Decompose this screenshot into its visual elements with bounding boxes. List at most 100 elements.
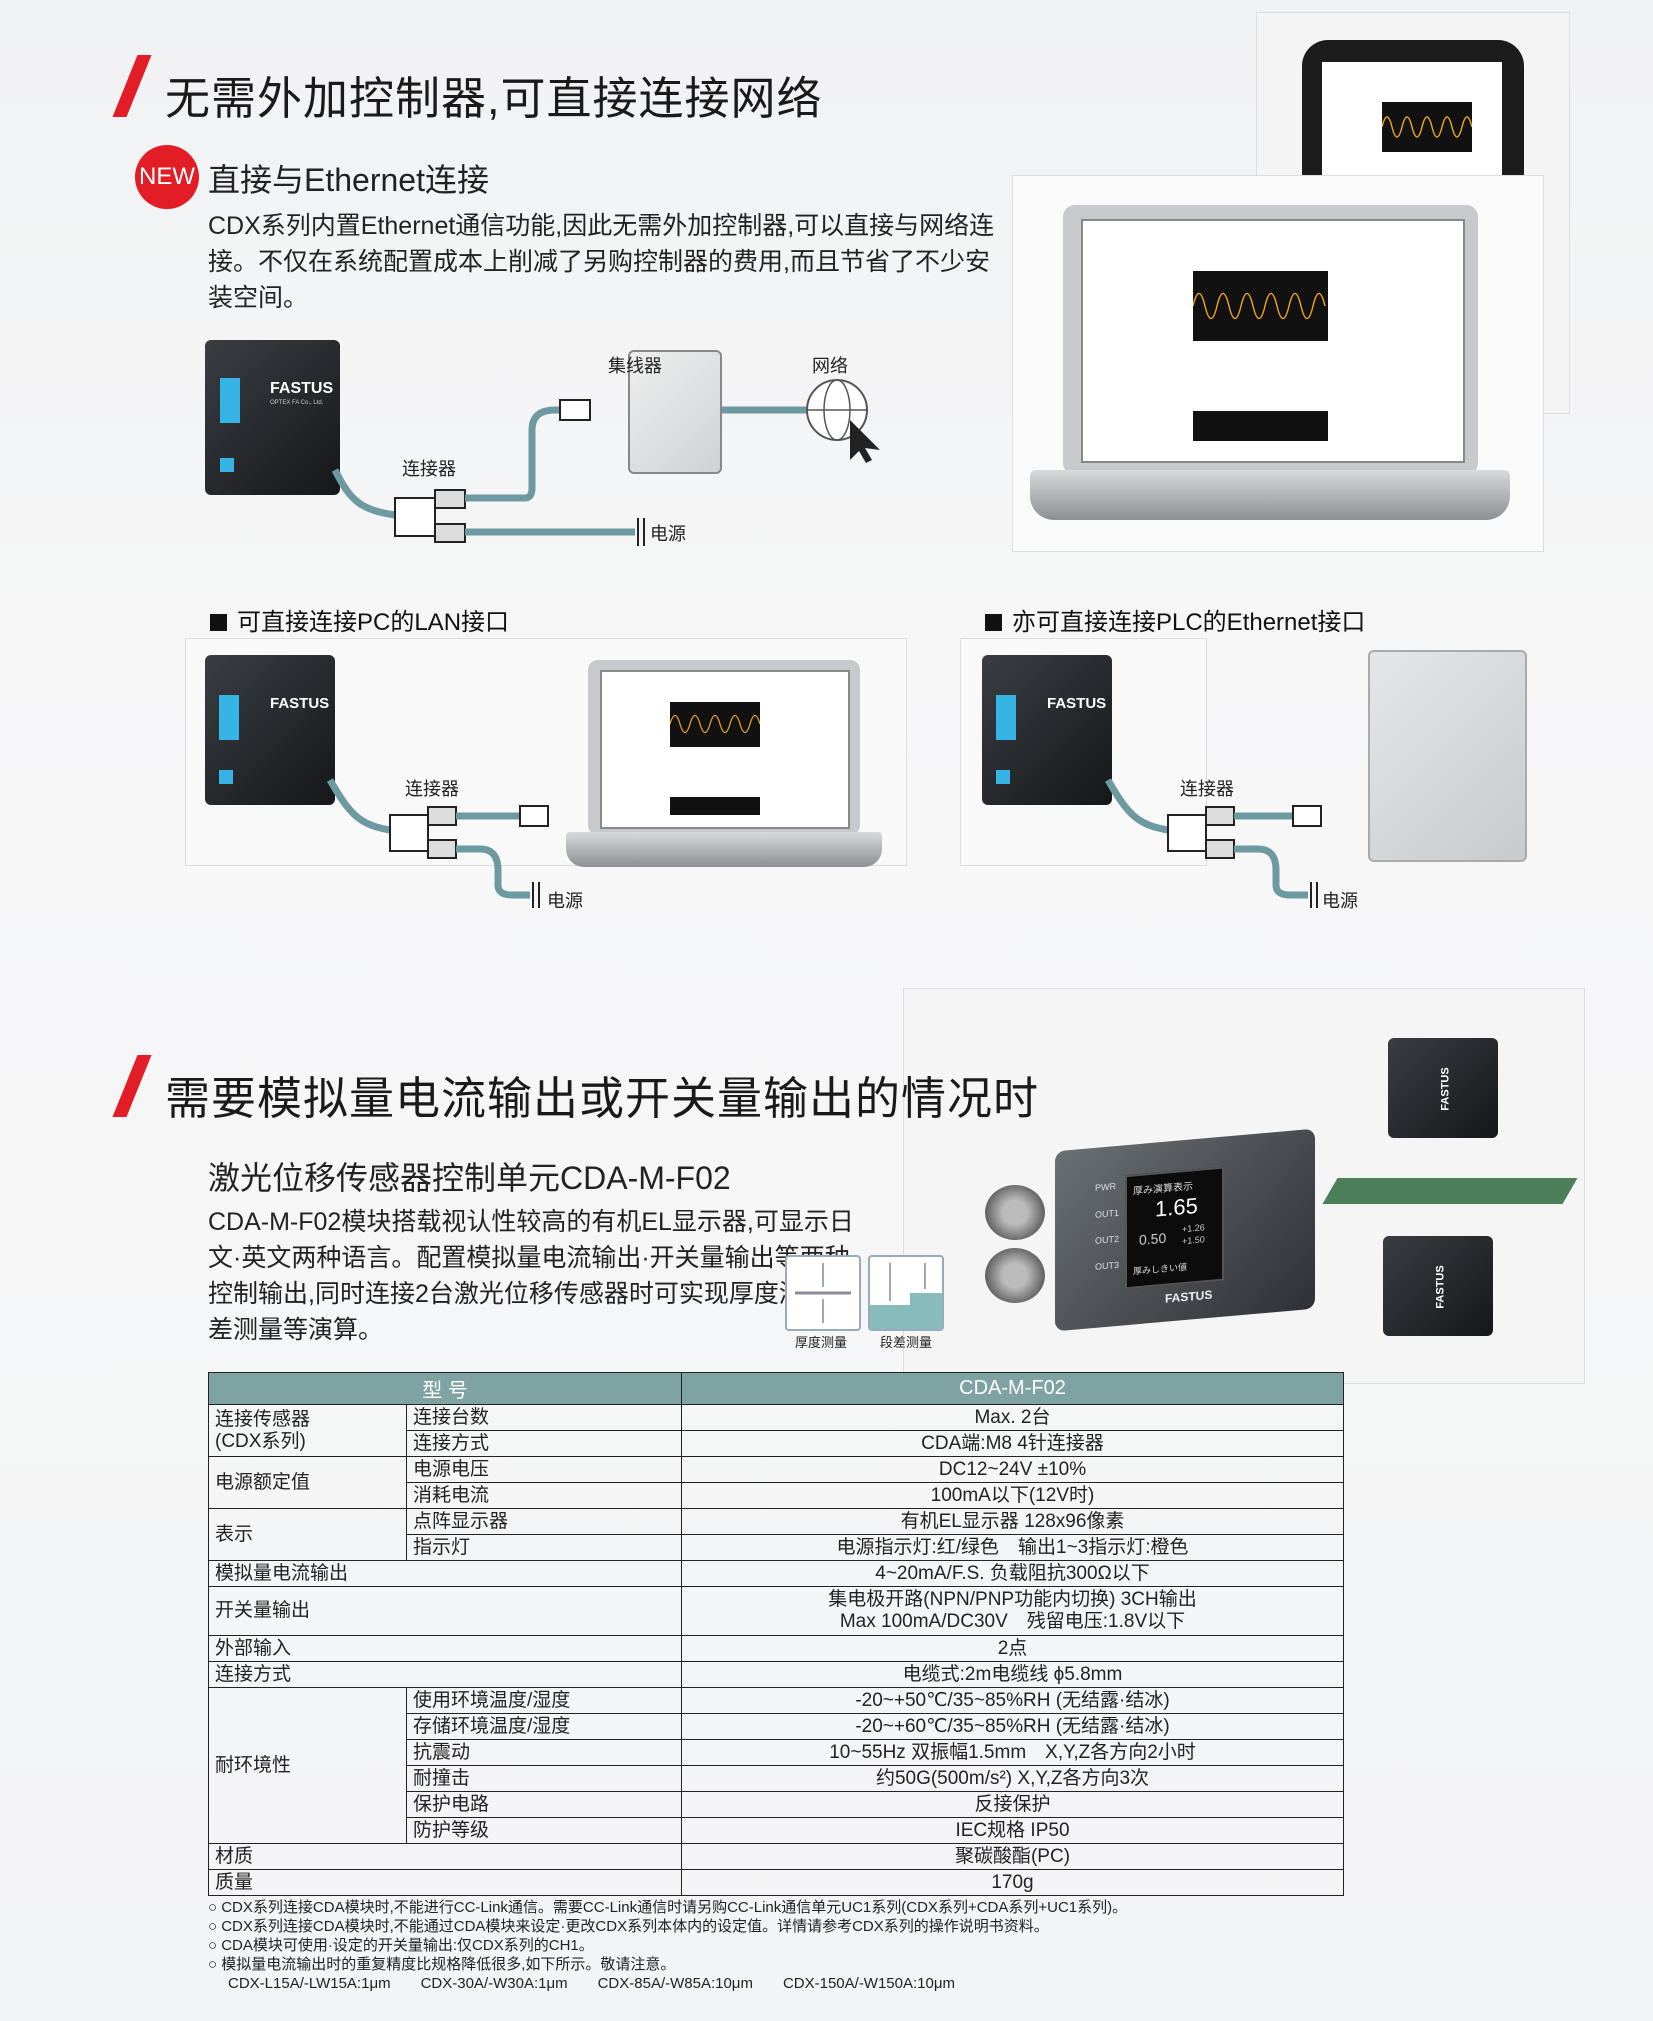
item-cell: 保护电路 xyxy=(406,1791,682,1818)
plc-label-connector: 连接器 xyxy=(1180,779,1234,799)
m8-connector-bottom xyxy=(985,1248,1045,1303)
item-cell: 抗震动 xyxy=(406,1739,682,1766)
value-cell: 电源指示灯:红/绿色 输出1~3指示灯:橙色 xyxy=(681,1534,1344,1561)
sensor-device: FASTUS OPTEX FA Co., Ltd. xyxy=(205,340,340,495)
value-cell: 电缆式:2m电缆线 ϕ5.8mm xyxy=(681,1661,1344,1688)
section1-title: 无需外加控制器,可直接连接网络 xyxy=(165,73,823,124)
circuit-board xyxy=(1322,1178,1578,1204)
value-cell: 集电极开路(NPN/PNP功能内切换) 3CH输出 Max 100mA/DC30… xyxy=(681,1586,1344,1636)
table-row: 连接方式 电缆式:2m电缆线 ϕ5.8mm xyxy=(208,1661,1344,1688)
group-cell: 耐环境性 xyxy=(208,1687,407,1844)
label-connector: 连接器 xyxy=(402,459,456,479)
item-cell: 连接台数 xyxy=(406,1404,682,1431)
pc-bar xyxy=(670,797,760,815)
sensor-window xyxy=(220,378,240,423)
item-cell: 存储环境温度/湿度 xyxy=(406,1713,682,1740)
cable-diagram-pc xyxy=(326,778,549,908)
value-cell: 170g xyxy=(681,1869,1344,1896)
item-cell: 耐撞击 xyxy=(406,1765,682,1792)
notes-block: ○ CDX系列连接CDA模块时,不能进行CC-Link通信。需要CC-Link通… xyxy=(208,1898,1508,1993)
label-hub: 集线器 xyxy=(608,356,662,376)
step-measure-label: 段差测量 xyxy=(880,1335,933,1350)
group-cell: 电源额定值 xyxy=(208,1456,407,1509)
laptop-lid xyxy=(1063,205,1478,475)
group-cell: 连接传感器 (CDX系列) xyxy=(208,1404,407,1457)
sensor-device-pc: FASTUS xyxy=(205,655,335,805)
table-row: 耐撞击 约50G(500m/s²) X,Y,Z各方向3次 xyxy=(209,1765,1344,1792)
thickness-measure-label: 厚度测量 xyxy=(795,1335,848,1350)
pc-laptop-screen xyxy=(600,670,850,829)
sensor-head-top: FASTUS xyxy=(1388,1038,1498,1138)
plc-device xyxy=(1368,650,1527,862)
table-row: 模拟量电流输出 4~20mA/F.S. 负载阻抗300Ω以下 xyxy=(208,1560,1344,1587)
sensor-logo: FASTUS xyxy=(1434,1265,1447,1309)
item-cell: 防护等级 xyxy=(406,1817,682,1844)
table-row: 质量 170g xyxy=(208,1869,1344,1896)
m8-connector-top xyxy=(985,1185,1045,1240)
item-cell: 点阵显示器 xyxy=(406,1508,682,1535)
group-cell: 表示 xyxy=(208,1508,407,1561)
display-sub-value: 0.50 xyxy=(1139,1229,1167,1249)
label-network: 网络 xyxy=(812,356,848,376)
item-cell: 连接方式 xyxy=(406,1430,682,1457)
cable-diagram-plc xyxy=(1104,778,1322,908)
value-cell: 4~20mA/F.S. 负载阻抗300Ω以下 xyxy=(681,1560,1344,1587)
value-cell: -20~+50℃/35~85%RH (无结露·结冰) xyxy=(681,1687,1344,1714)
table-row: 表示 点阵显示器 有机EL显示器 128x96像素 xyxy=(208,1508,1344,1561)
subsection-plc-title: 亦可直接连接PLC的Ethernet接口 xyxy=(1012,609,1366,636)
table-row: 消耗电流 100mA以下(12V时) xyxy=(209,1482,1344,1509)
section1-paragraph: CDX系列内置Ethernet通信功能,因此无需外加控制器,可以直接与网络连接。… xyxy=(208,212,995,312)
section2-title: 需要模拟量电流输出或开关量输出的情况时 xyxy=(165,1073,1040,1124)
cable-diagram-1 xyxy=(331,379,880,546)
subsection-pc-heading: 可直接连接PC的LAN接口 xyxy=(210,602,509,637)
label-power: 电源 xyxy=(650,524,686,544)
thickness-measure-icon xyxy=(785,1255,861,1331)
sensor-window xyxy=(996,695,1016,740)
group-cell: 模拟量电流输出 xyxy=(208,1560,682,1587)
sensor-window xyxy=(219,695,239,740)
sensor-logo: FASTUS xyxy=(1439,1067,1452,1111)
display-delta-2: +1.50 xyxy=(1182,1234,1205,1247)
sensor-led xyxy=(996,770,1010,784)
table-row: 电源额定值 电源电压 DC12~24V ±10% xyxy=(208,1456,1344,1509)
value-cell: 约50G(500m/s²) X,Y,Z各方向3次 xyxy=(681,1765,1344,1792)
laptop-waveform xyxy=(1192,271,1328,341)
header-value: CDA-M-F02 xyxy=(681,1372,1344,1405)
group-cell: 质量 xyxy=(208,1869,682,1896)
group-cell: 连接方式 xyxy=(208,1661,682,1688)
display-delta-1: +1.26 xyxy=(1182,1222,1205,1235)
table-row: 外部输入 2点 xyxy=(208,1635,1344,1662)
square-bullet-icon xyxy=(985,614,1002,631)
sensor-logo: FASTUS xyxy=(270,695,330,712)
led-out3: OUT3 xyxy=(1095,1259,1120,1272)
square-bullet-icon xyxy=(210,614,227,631)
tablet-waveform xyxy=(1381,102,1473,152)
step-measure-icon xyxy=(868,1255,944,1331)
item-cell: 电源电压 xyxy=(406,1456,682,1483)
value-cell: IEC规格 IP50 xyxy=(681,1817,1344,1844)
value-cell: 有机EL显示器 128x96像素 xyxy=(681,1508,1344,1535)
sensor-led xyxy=(220,458,234,472)
table-row: 耐环境性 使用环境温度/湿度 -20~+50℃/35~85%RH (无结露·结冰… xyxy=(208,1687,1344,1844)
sensor-head-bottom: FASTUS xyxy=(1383,1236,1493,1336)
value-cell: 100mA以下(12V时) xyxy=(681,1482,1344,1509)
value-cell: 2点 xyxy=(681,1635,1344,1662)
table-row: 开关量输出 集电极开路(NPN/PNP功能内切换) 3CH输出 Max 100m… xyxy=(208,1586,1344,1636)
unit-display: 厚み演算表示 1.65 0.50 +1.26 +1.50 厚みしきい値 xyxy=(1125,1166,1224,1290)
led-pwr: PWR xyxy=(1095,1181,1116,1193)
plc-label-power: 电源 xyxy=(1322,891,1358,911)
group-cell: 开关量输出 xyxy=(208,1586,682,1636)
item-cell: 使用环境温度/湿度 xyxy=(406,1687,682,1714)
value-cell: -20~+60℃/35~85%RH (无结露·结冰) xyxy=(681,1713,1344,1740)
value-cell: 聚碳酸酯(PC) xyxy=(681,1843,1344,1870)
display-line-last: 厚みしきい値 xyxy=(1133,1261,1188,1277)
value-cell: CDA端:M8 4针连接器 xyxy=(681,1430,1344,1457)
laptop-bar xyxy=(1193,411,1328,441)
note-4: ○ 模拟量电流输出时的重复精度比规格降低很多,如下所示。敬请注意。 xyxy=(208,1956,676,1973)
new-badge: NEW xyxy=(135,145,199,209)
value-cell: Max. 2台 xyxy=(681,1404,1344,1431)
subsection-plc-heading: 亦可直接连接PLC的Ethernet接口 xyxy=(985,602,1365,637)
pc-laptop-base xyxy=(566,832,882,867)
item-cell: 消耗电流 xyxy=(406,1482,682,1509)
hub-device xyxy=(628,350,722,474)
